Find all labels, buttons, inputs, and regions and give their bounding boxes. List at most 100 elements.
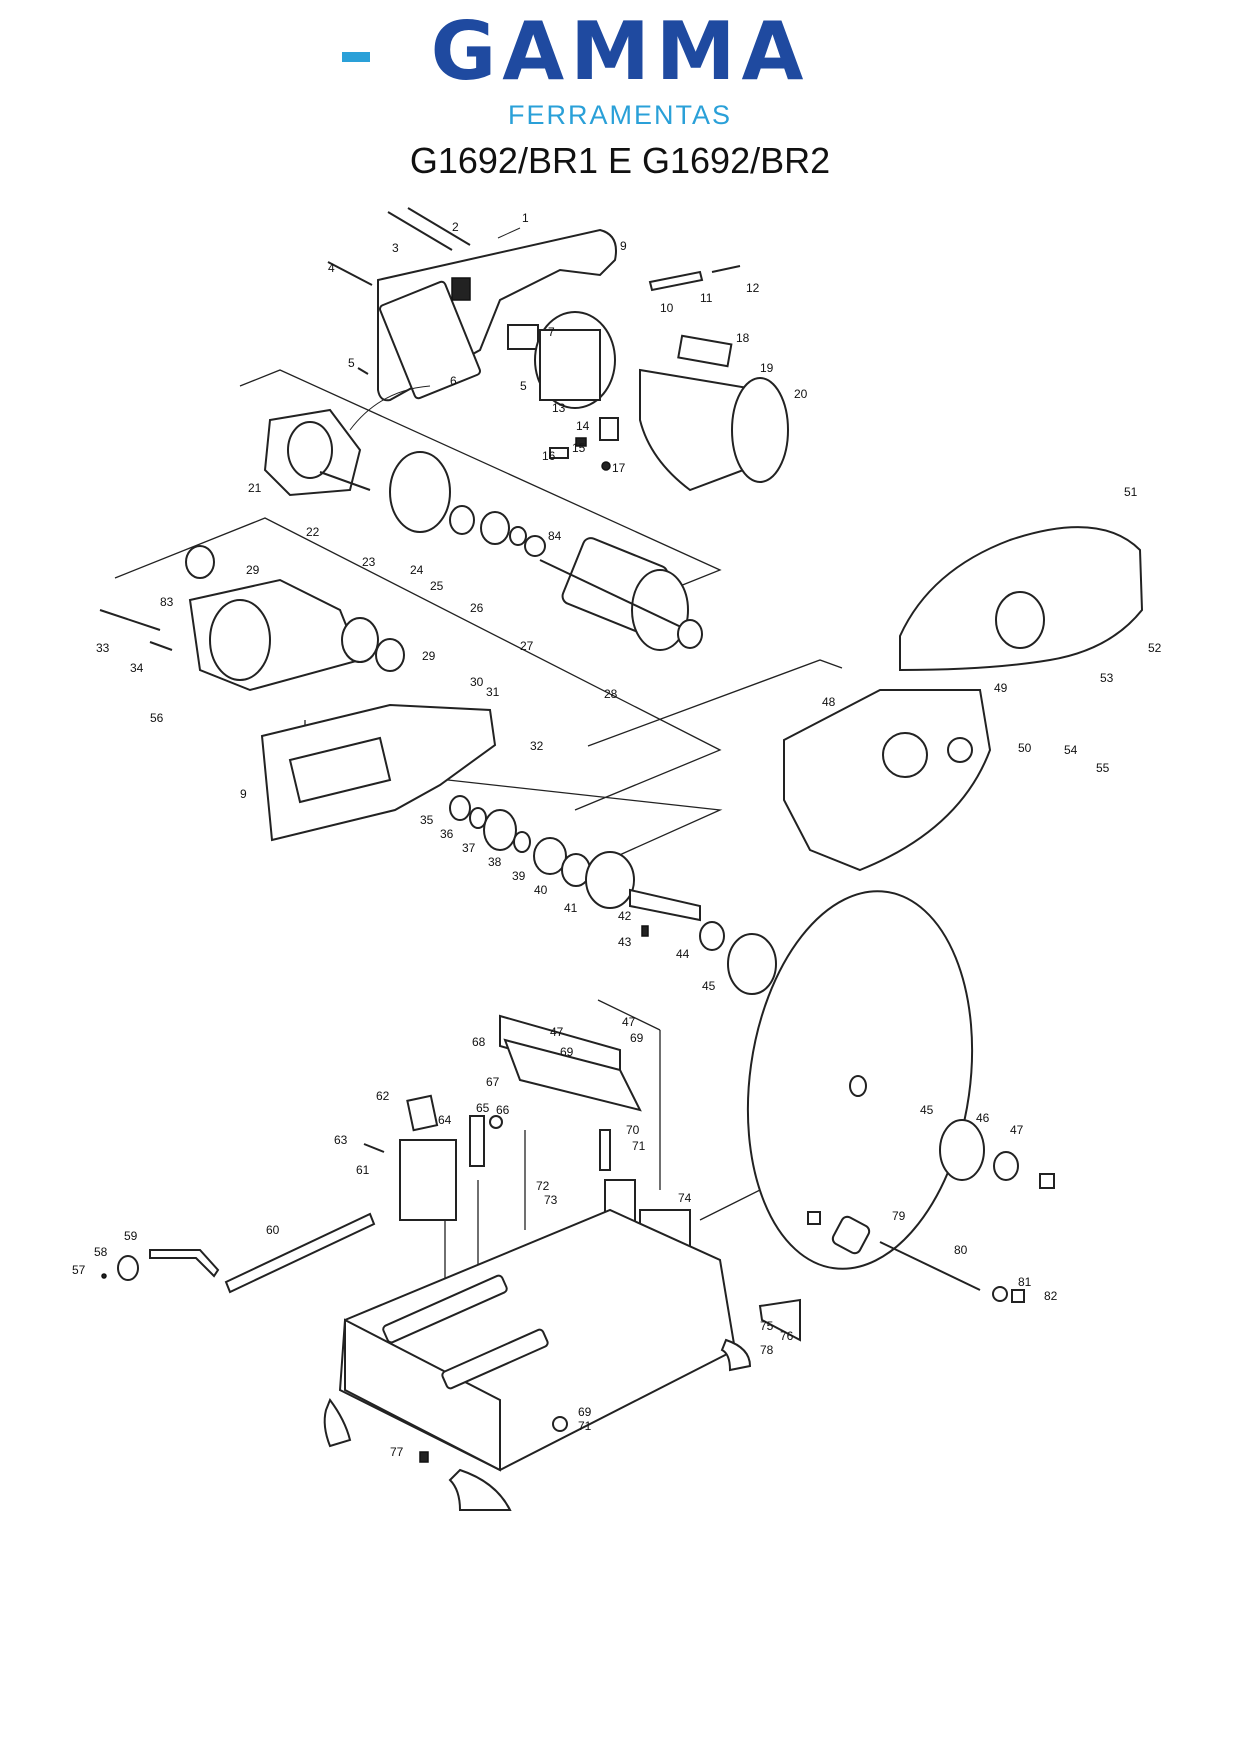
- switch-7: [507, 324, 539, 350]
- lead-screw: [101, 1212, 376, 1294]
- logo-accent-bar: [342, 52, 370, 62]
- part-callout-82: 82: [1044, 1289, 1058, 1303]
- spring-assembly: [807, 1211, 1025, 1303]
- part-callout-61: 61: [356, 1163, 370, 1177]
- part-callout-69: 69: [578, 1405, 592, 1419]
- part-callout-25: 25: [430, 579, 444, 593]
- part-callout-12: 12: [746, 281, 760, 295]
- part-callout-60: 60: [266, 1223, 280, 1237]
- guard-frame: [587, 659, 843, 747]
- part-callout-51: 51: [1124, 485, 1138, 499]
- part-callout-67: 67: [486, 1075, 500, 1089]
- part-callout-78: 78: [760, 1343, 774, 1357]
- switch-block: [451, 277, 471, 301]
- part-callout-71: 71: [632, 1139, 646, 1153]
- part-callout-42: 42: [618, 909, 632, 923]
- part-callout-44: 44: [676, 947, 690, 961]
- diagram-drawing: 1234910111271855196201314151617215122232…: [72, 207, 1162, 1511]
- part-callout-32: 32: [530, 739, 544, 753]
- part-callout-57: 57: [72, 1263, 86, 1277]
- part-callout-11: 11: [700, 291, 713, 305]
- wheel-guard: [783, 526, 1144, 872]
- part-callout-10: 10: [660, 301, 674, 315]
- part-callout-56: 56: [150, 711, 164, 725]
- part-callout-18: 18: [736, 331, 750, 345]
- part-callout-38: 38: [488, 855, 502, 869]
- part-callout-48: 48: [822, 695, 836, 709]
- part-callout-53: 53: [1100, 671, 1114, 685]
- armature: [539, 537, 703, 651]
- part-callout-72: 72: [536, 1179, 550, 1193]
- part-callout-14: 14: [576, 419, 590, 433]
- part-callout-66: 66: [496, 1103, 510, 1117]
- part-callout-39: 39: [512, 869, 526, 883]
- part-callout-22: 22: [306, 525, 320, 539]
- part-callout-5: 5: [348, 356, 355, 370]
- part-callout-29: 29: [422, 649, 436, 663]
- brand-subtitle: FERRAMENTAS: [507, 100, 732, 130]
- part-callout-58: 58: [94, 1245, 108, 1259]
- page-title: G1692/BR1 E G1692/BR2: [409, 140, 831, 181]
- vise-assembly: [363, 1014, 691, 1282]
- part-callout-76: 76: [780, 1329, 794, 1343]
- part-callout-47: 47: [1010, 1123, 1024, 1137]
- part-callout-50: 50: [1018, 741, 1032, 755]
- handle-cover: [377, 228, 617, 402]
- part-callout-5: 5: [520, 379, 527, 393]
- part-callout-59: 59: [124, 1229, 138, 1243]
- armature-stack: [319, 451, 546, 557]
- part-callout-70: 70: [626, 1123, 640, 1137]
- part-callout-13: 13: [552, 401, 566, 415]
- brush-parts: [549, 417, 619, 471]
- cutoff-wheel: [746, 890, 1055, 1270]
- gear-housing: [99, 545, 405, 692]
- part-callout-20: 20: [794, 387, 808, 401]
- part-callout-52: 52: [1148, 641, 1162, 655]
- part-callout-4: 4: [328, 261, 335, 275]
- header: GAMMA FERRAMENTAS G1692/BR1 E G1692/BR2: [0, 0, 1240, 190]
- top-screws: [327, 207, 521, 375]
- part-callout-30: 30: [470, 675, 484, 689]
- field-coil: [263, 385, 431, 497]
- part-callout-77: 77: [390, 1445, 404, 1459]
- part-callout-65: 65: [476, 1101, 490, 1115]
- part-callout-79: 79: [892, 1209, 906, 1223]
- part-callout-37: 37: [462, 841, 476, 855]
- part-callout-75: 75: [760, 1319, 774, 1333]
- gear-housing-frame: [114, 517, 722, 811]
- part-callout-7: 7: [548, 325, 555, 339]
- part-callout-26: 26: [470, 601, 484, 615]
- part-callout-40: 40: [534, 883, 548, 897]
- part-callout-49: 49: [994, 681, 1008, 695]
- part-callout-9: 9: [620, 239, 627, 253]
- main-handle: [260, 703, 497, 842]
- part-callout-45: 45: [702, 979, 716, 993]
- part-callout-23: 23: [362, 555, 376, 569]
- part-callout-45: 45: [920, 1103, 934, 1117]
- part-callout-16: 16: [542, 449, 556, 463]
- part-callout-62: 62: [376, 1089, 390, 1103]
- part-callout-24: 24: [410, 563, 424, 577]
- part-callout-2: 2: [452, 220, 459, 234]
- part-callout-47: 47: [550, 1025, 564, 1039]
- part-callout-73: 73: [544, 1193, 558, 1207]
- part-callout-6: 6: [450, 374, 457, 388]
- part-callout-64: 64: [438, 1113, 452, 1127]
- part-callout-74: 74: [678, 1191, 692, 1205]
- part-callout-28: 28: [604, 687, 618, 701]
- part-callout-46: 46: [976, 1111, 990, 1125]
- gear-train: [449, 795, 777, 995]
- part-callout-41: 41: [564, 901, 578, 915]
- part-callout-69: 69: [630, 1031, 644, 1045]
- part-callout-68: 68: [472, 1035, 486, 1049]
- part-callout-34: 34: [130, 661, 144, 675]
- part-callout-69: 69: [560, 1045, 574, 1059]
- part-callout-15: 15: [572, 441, 586, 455]
- part-callout-9: 9: [240, 787, 247, 801]
- cord-parts: [648, 265, 741, 292]
- part-callout-36: 36: [440, 827, 454, 841]
- brand-logo: GAMMA: [430, 5, 810, 98]
- motor-housing: [534, 311, 789, 492]
- part-callout-31: 31: [486, 685, 500, 699]
